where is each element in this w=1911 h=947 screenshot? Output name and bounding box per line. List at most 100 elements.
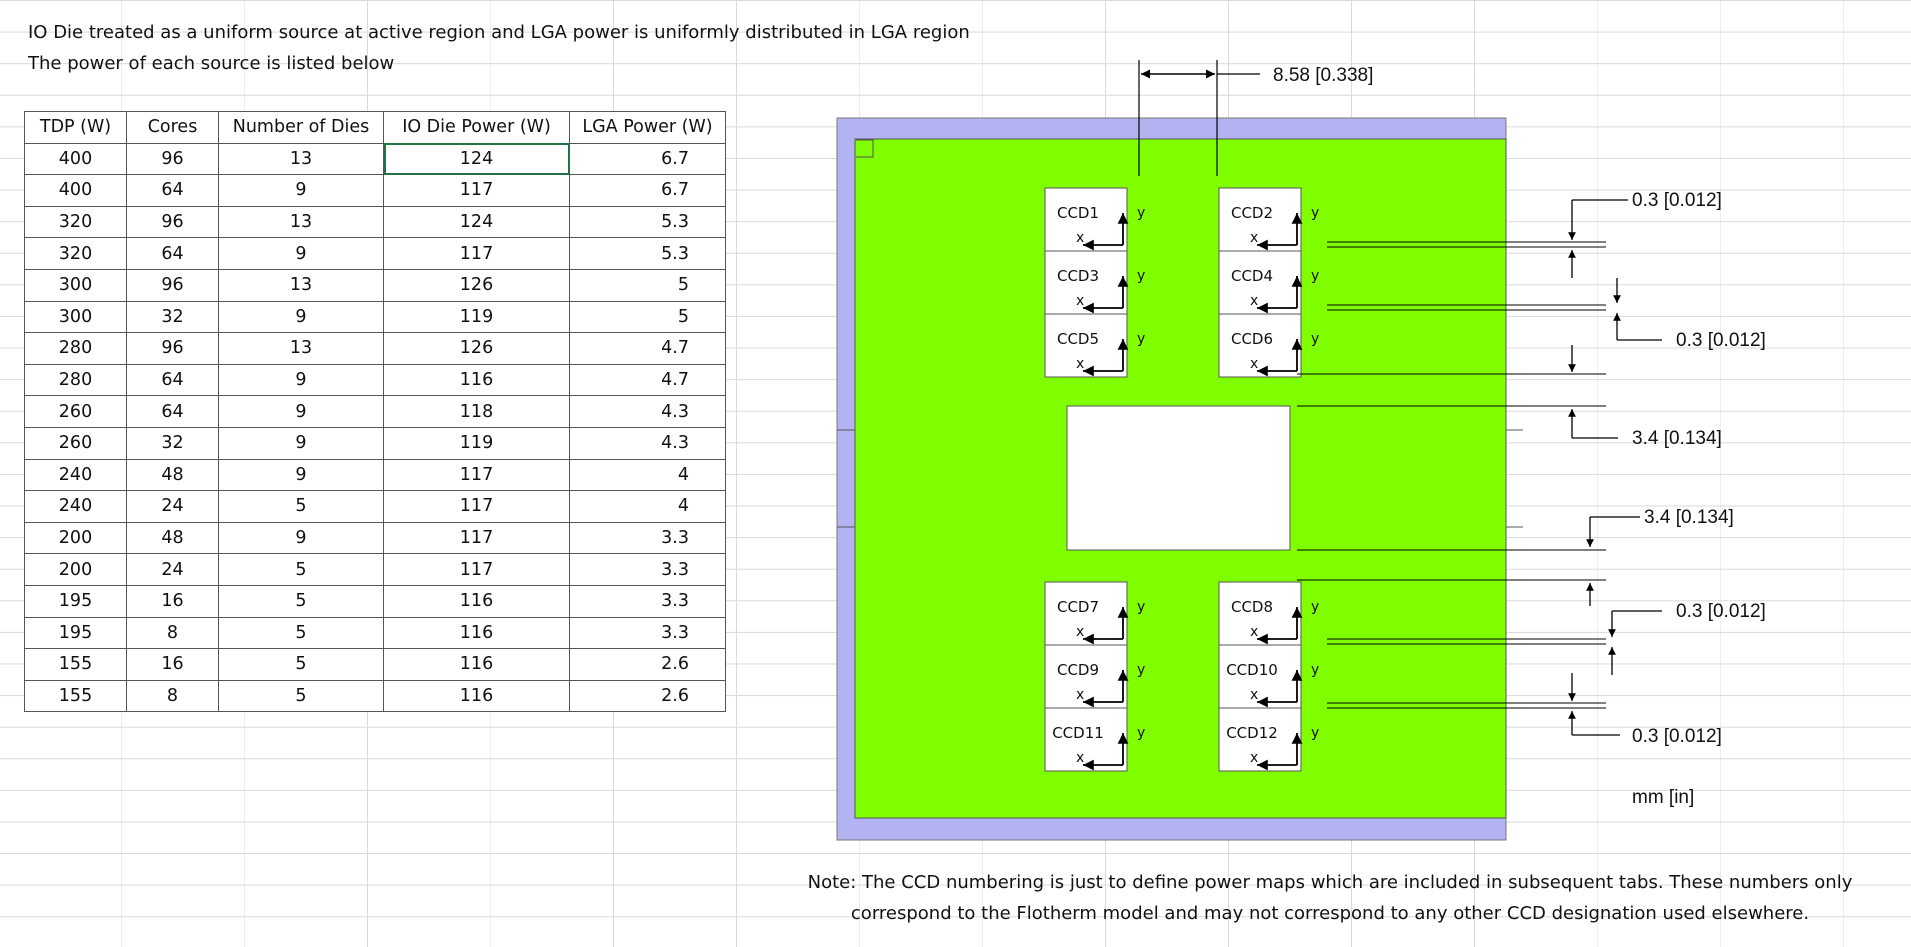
- y-axis-label: y: [1311, 725, 1319, 741]
- cell-lga-power[interactable]: 2.6: [569, 648, 726, 681]
- cell-tdp[interactable]: 200: [24, 553, 127, 586]
- cell-lga-power[interactable]: 2.6: [569, 679, 726, 713]
- cell-io-die-power[interactable]: 126: [383, 268, 570, 302]
- cell-tdp[interactable]: 240: [24, 458, 127, 492]
- cell-tdp[interactable]: 400: [24, 174, 127, 207]
- cell-lga-power[interactable]: 4.7: [569, 332, 726, 365]
- y-axis-label: y: [1137, 662, 1145, 678]
- cell-tdp[interactable]: 400: [24, 142, 127, 176]
- cell-io-die-power[interactable]: 117: [383, 521, 570, 555]
- cell-lga-power[interactable]: 4.7: [569, 363, 726, 397]
- cell-dies[interactable]: 13: [218, 332, 384, 365]
- cell-tdp[interactable]: 240: [24, 490, 127, 523]
- cell-lga-power[interactable]: 4.3: [569, 395, 726, 428]
- cell-io-die-power[interactable]: 116: [383, 584, 570, 618]
- cell-io-die-power[interactable]: 116: [383, 679, 570, 713]
- y-axis-label: y: [1311, 599, 1319, 615]
- power-table: TDP (W) Cores Number of Dies IO Die Powe…: [24, 111, 726, 713]
- io-die: [1066, 405, 1291, 551]
- cell-io-die-power[interactable]: 117: [383, 553, 570, 586]
- header-number-of-dies[interactable]: Number of Dies: [218, 111, 384, 144]
- cell-cores[interactable]: 64: [126, 174, 219, 207]
- cell-lga-power[interactable]: 3.3: [569, 584, 726, 618]
- cell-lga-power[interactable]: 5.3: [569, 205, 726, 239]
- cell-tdp[interactable]: 280: [24, 332, 127, 365]
- header-cores[interactable]: Cores: [126, 111, 219, 144]
- header-tdp[interactable]: TDP (W): [24, 111, 127, 144]
- x-axis-label: x: [1076, 750, 1084, 766]
- cell-tdp[interactable]: 155: [24, 648, 127, 681]
- cell-cores[interactable]: 96: [126, 332, 219, 365]
- cell-tdp[interactable]: 320: [24, 237, 127, 270]
- cell-tdp[interactable]: 195: [24, 584, 127, 618]
- ccd-label: CCD8: [1231, 598, 1273, 616]
- cell-dies[interactable]: 5: [218, 679, 384, 713]
- x-axis-label: x: [1250, 230, 1258, 246]
- cell-cores[interactable]: 8: [126, 616, 219, 650]
- cell-tdp[interactable]: 300: [24, 300, 127, 334]
- cell-dies[interactable]: 9: [218, 458, 384, 492]
- cell-io-die-power[interactable]: 119: [383, 300, 570, 334]
- cell-cores[interactable]: 8: [126, 679, 219, 713]
- x-axis-label: x: [1076, 293, 1084, 309]
- cell-lga-power[interactable]: 3.3: [569, 616, 726, 650]
- ccd-label: CCD12: [1226, 724, 1278, 742]
- ccd-label: CCD1: [1057, 204, 1099, 222]
- cell-dies[interactable]: 13: [218, 268, 384, 302]
- cell-lga-power[interactable]: 4: [569, 490, 726, 523]
- y-axis-label: y: [1311, 331, 1319, 347]
- cell-tdp[interactable]: 195: [24, 616, 127, 650]
- cell-dies[interactable]: 5: [218, 584, 384, 618]
- cell-tdp[interactable]: 200: [24, 521, 127, 555]
- cell-dies[interactable]: 9: [218, 363, 384, 397]
- cell-cores[interactable]: 96: [126, 268, 219, 302]
- cell-lga-power[interactable]: 4.3: [569, 426, 726, 460]
- cell-cores[interactable]: 96: [126, 205, 219, 239]
- units-label: mm [in]: [1632, 787, 1694, 808]
- cell-lga-power[interactable]: 5: [569, 268, 726, 302]
- cell-lga-power[interactable]: 6.7: [569, 174, 726, 207]
- cell-io-die-power[interactable]: 124: [383, 142, 570, 176]
- cell-io-die-power[interactable]: 116: [383, 616, 570, 650]
- y-axis-label: y: [1311, 205, 1319, 221]
- y-axis-label: y: [1137, 331, 1145, 347]
- cell-dies[interactable]: 13: [218, 205, 384, 239]
- cell-io-die-power[interactable]: 117: [383, 490, 570, 523]
- ccd-label: CCD3: [1057, 267, 1099, 285]
- x-axis-label: x: [1250, 687, 1258, 703]
- y-axis-label: y: [1311, 268, 1319, 284]
- ccd-label: CCD11: [1052, 724, 1104, 742]
- cell-io-die-power[interactable]: 118: [383, 395, 570, 428]
- cell-dies[interactable]: 9: [218, 426, 384, 460]
- cell-cores[interactable]: 64: [126, 363, 219, 397]
- ccd-label: CCD4: [1231, 267, 1273, 285]
- x-axis-label: x: [1076, 624, 1084, 640]
- cell-cores[interactable]: 24: [126, 490, 219, 523]
- cell-cores[interactable]: 32: [126, 300, 219, 334]
- header-io-die-power[interactable]: IO Die Power (W): [383, 111, 570, 144]
- cell-io-die-power[interactable]: 119: [383, 426, 570, 460]
- cell-cores[interactable]: 32: [126, 426, 219, 460]
- cell-cores[interactable]: 96: [126, 142, 219, 176]
- cell-cores[interactable]: 24: [126, 553, 219, 586]
- header-lga-power[interactable]: LGA Power (W): [569, 111, 726, 144]
- cell-io-die-power[interactable]: 124: [383, 205, 570, 239]
- cell-tdp[interactable]: 320: [24, 205, 127, 239]
- cell-cores[interactable]: 64: [126, 395, 219, 428]
